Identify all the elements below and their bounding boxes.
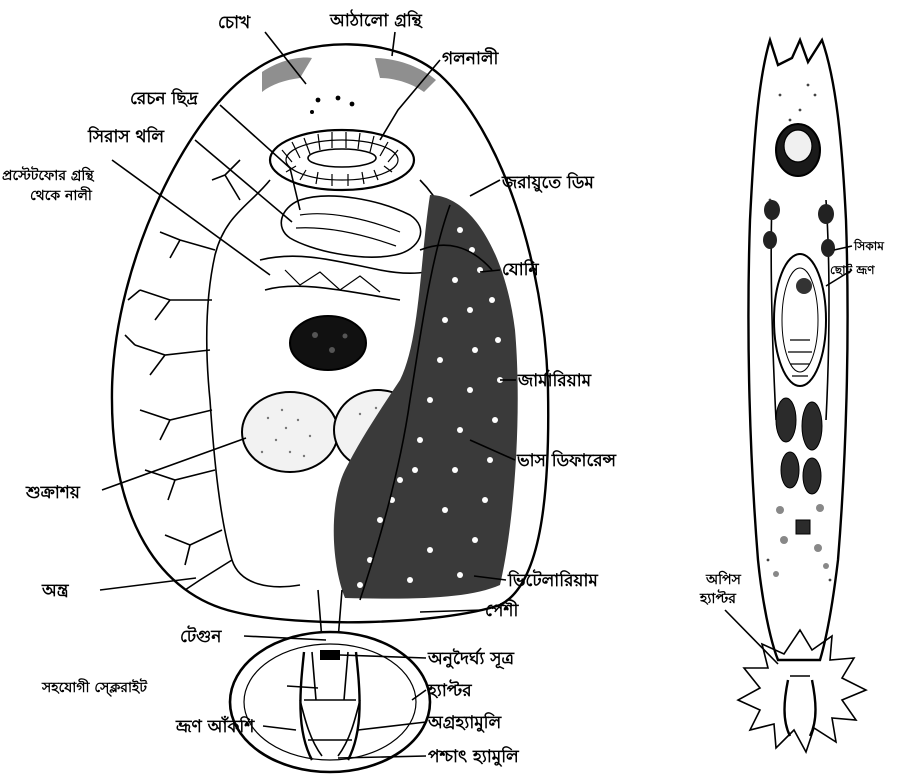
label-eye: চোখ	[218, 13, 251, 33]
label-excretory-pore: রেচন ছিদ্র	[130, 87, 199, 109]
label-muscle: পেশী	[485, 599, 519, 621]
label-small-embryo: ছোট ভ্রূণ	[830, 262, 875, 277]
lower-organs	[776, 398, 822, 534]
label-embryo-hook: ভ্রূণ আঁকশি	[175, 715, 255, 737]
pharynx	[270, 130, 414, 190]
label-vagina: যোনি	[502, 258, 539, 280]
label-intestine: অন্ত্র	[41, 581, 70, 601]
label-posterior-hamuli: পশ্চাৎ হ্যামুলি	[428, 745, 520, 767]
label-vitellarium: ভিটেলারিয়াম	[507, 569, 598, 591]
label-gland-duct-line1: প্রস্টেটফোর গ্রন্থি	[2, 166, 95, 184]
haptor-main	[230, 632, 430, 772]
label-caecum: সিকাম	[853, 238, 885, 253]
opisthaptor	[738, 630, 866, 752]
label-longitudinal-fibre: অনুদৈর্ঘ্য সূত্র	[427, 647, 516, 670]
label-testis: শুক্রাশয়	[25, 483, 81, 503]
germarium	[290, 316, 366, 370]
label-uterine-egg: জরায়ুতে ডিম	[501, 171, 594, 193]
label-pharynx: গলনালী	[442, 47, 500, 69]
label-accessory-sclerite: সহযোগী স্ক্লেরাইট	[41, 678, 148, 697]
right-organism	[738, 40, 866, 752]
label-tendon: টেগুন	[180, 625, 222, 647]
main-organism	[112, 44, 548, 640]
label-gland-duct-line2: থেকে নালী	[30, 186, 93, 204]
embryo	[774, 254, 826, 386]
label-vas-deferens: ভাস ডিফারেন্স	[516, 449, 617, 471]
label-opis-line2: হ্যাপ্টর	[699, 589, 737, 607]
label-germarium: জার্মারিয়াম	[517, 369, 592, 391]
label-cirrus-sac: সিরাস থলি	[87, 125, 165, 147]
label-adhesive-gland: আঠালো গ্রন্থি	[329, 9, 424, 31]
eyes	[310, 96, 354, 114]
label-opis-line1: অপিস	[705, 570, 742, 588]
label-anterior-hamuli: অগ্রহ্যামুলি	[427, 711, 503, 733]
label-haptor: হ্যাপ্টর	[427, 679, 472, 701]
